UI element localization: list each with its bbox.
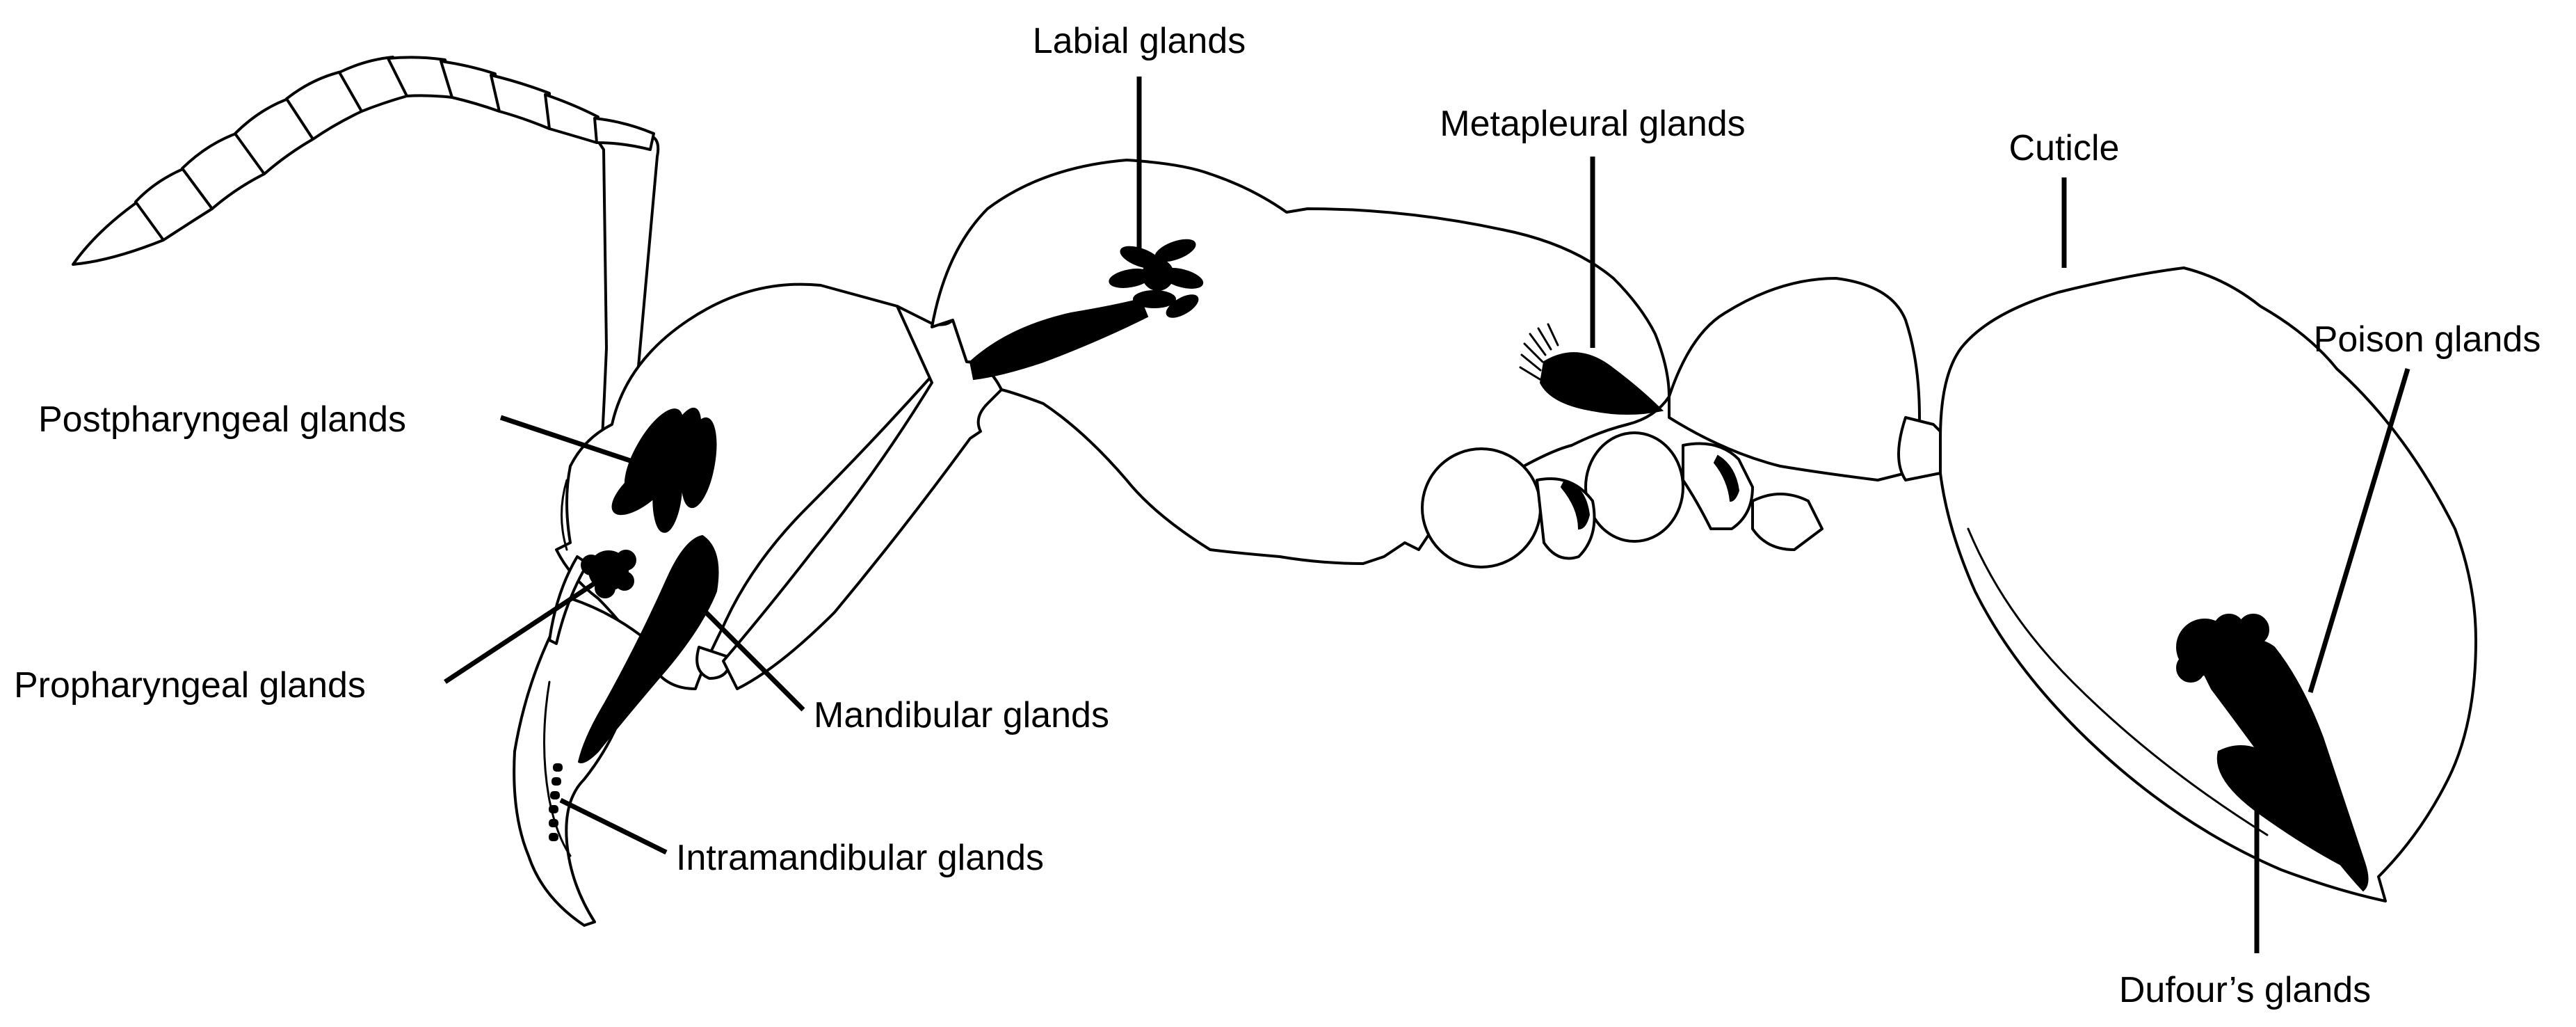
label-propharyngeal-glands: Propharyngeal glands bbox=[14, 665, 366, 706]
label-cuticle: Cuticle bbox=[2009, 128, 2120, 168]
coxa-joint-3 bbox=[1751, 493, 1824, 551]
propharyngeal-gland bbox=[581, 550, 636, 598]
mandibular-gland bbox=[577, 534, 719, 763]
coxa-mark-1 bbox=[1560, 479, 1591, 530]
leader-intramandibular bbox=[559, 797, 668, 855]
leader-lines bbox=[444, 77, 2410, 953]
label-dufours-glands: Dufour’s glands bbox=[2119, 970, 2371, 1010]
antenna bbox=[72, 56, 660, 488]
label-mandibular-glands: Mandibular glands bbox=[814, 695, 1109, 735]
leader-poison bbox=[2308, 367, 2410, 694]
coxa-joint-2 bbox=[1682, 442, 1754, 530]
label-poison-glands: Poison glands bbox=[2314, 319, 2541, 360]
gaster bbox=[1939, 266, 2477, 902]
gaster-outline bbox=[1939, 266, 2477, 902]
label-metapleural-glands: Metapleural glands bbox=[1440, 104, 1745, 144]
coxa-middle bbox=[1584, 431, 1684, 543]
labels: Labial glands Metapleural glands Cuticle… bbox=[14, 21, 2541, 1010]
mandible-inner-line bbox=[543, 680, 572, 857]
postpharyngeal-gland bbox=[611, 407, 717, 533]
gaster-inner-line bbox=[1967, 527, 2269, 836]
metapleural-gland bbox=[1539, 352, 1664, 415]
coxa-front bbox=[1421, 447, 1542, 568]
antenna-segment-11 bbox=[593, 117, 655, 151]
antenna-segment-9 bbox=[490, 74, 551, 130]
metapleural-bristles bbox=[1519, 323, 1559, 381]
leader-propharyngeal bbox=[444, 579, 599, 684]
propodeum bbox=[1668, 277, 1921, 481]
head-capsule bbox=[555, 282, 940, 690]
label-labial-glands: Labial glands bbox=[1033, 21, 1246, 61]
labial-gland-cluster bbox=[1109, 239, 1204, 318]
leader-mandibular bbox=[700, 607, 805, 712]
label-intramandibular-glands: Intramandibular glands bbox=[676, 838, 1044, 878]
intramandibular-gland bbox=[549, 763, 563, 841]
leader-postpharyngeal bbox=[499, 415, 669, 476]
label-postpharyngeal-glands: Postpharyngeal glands bbox=[38, 399, 406, 440]
antenna-segment-10 bbox=[544, 93, 599, 144]
glands bbox=[549, 239, 2369, 892]
head bbox=[555, 282, 940, 690]
head-clypeus-line bbox=[561, 479, 568, 551]
labial-gland-duct bbox=[969, 298, 1149, 381]
coxa-mark-2 bbox=[1713, 454, 1740, 502]
mesosoma bbox=[722, 159, 1949, 690]
antenna-segment-8 bbox=[440, 60, 501, 113]
dufours-gland bbox=[2216, 745, 2358, 871]
